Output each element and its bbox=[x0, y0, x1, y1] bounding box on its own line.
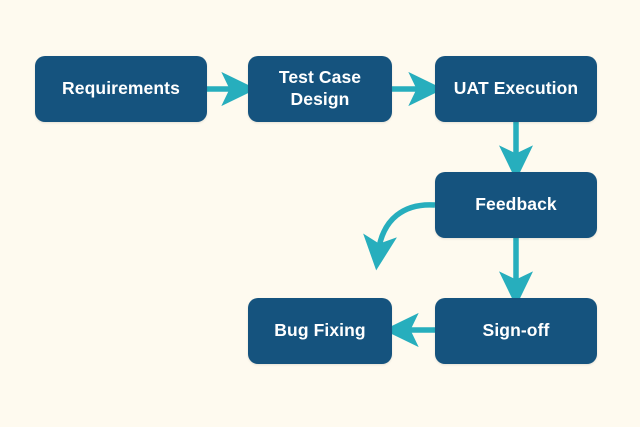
node-bug-fixing-label: Bug Fixing bbox=[274, 320, 366, 341]
node-uat-execution[interactable]: UAT Execution bbox=[435, 56, 597, 122]
node-bug-fixing[interactable]: Bug Fixing bbox=[248, 298, 392, 364]
node-sign-off-label: Sign-off bbox=[482, 320, 550, 341]
node-test-case-design-label: Test Case Design bbox=[278, 67, 362, 109]
node-requirements-label: Requirements bbox=[62, 78, 180, 99]
node-uat-execution-label: UAT Execution bbox=[453, 78, 579, 99]
connector-feedback-to-loop-back bbox=[363, 202, 436, 271]
node-test-case-design[interactable]: Test Case Design bbox=[248, 56, 392, 122]
node-requirements[interactable]: Requirements bbox=[35, 56, 207, 122]
node-sign-off[interactable]: Sign-off bbox=[435, 298, 597, 364]
node-feedback[interactable]: Feedback bbox=[435, 172, 597, 238]
node-feedback-label: Feedback bbox=[475, 194, 557, 215]
